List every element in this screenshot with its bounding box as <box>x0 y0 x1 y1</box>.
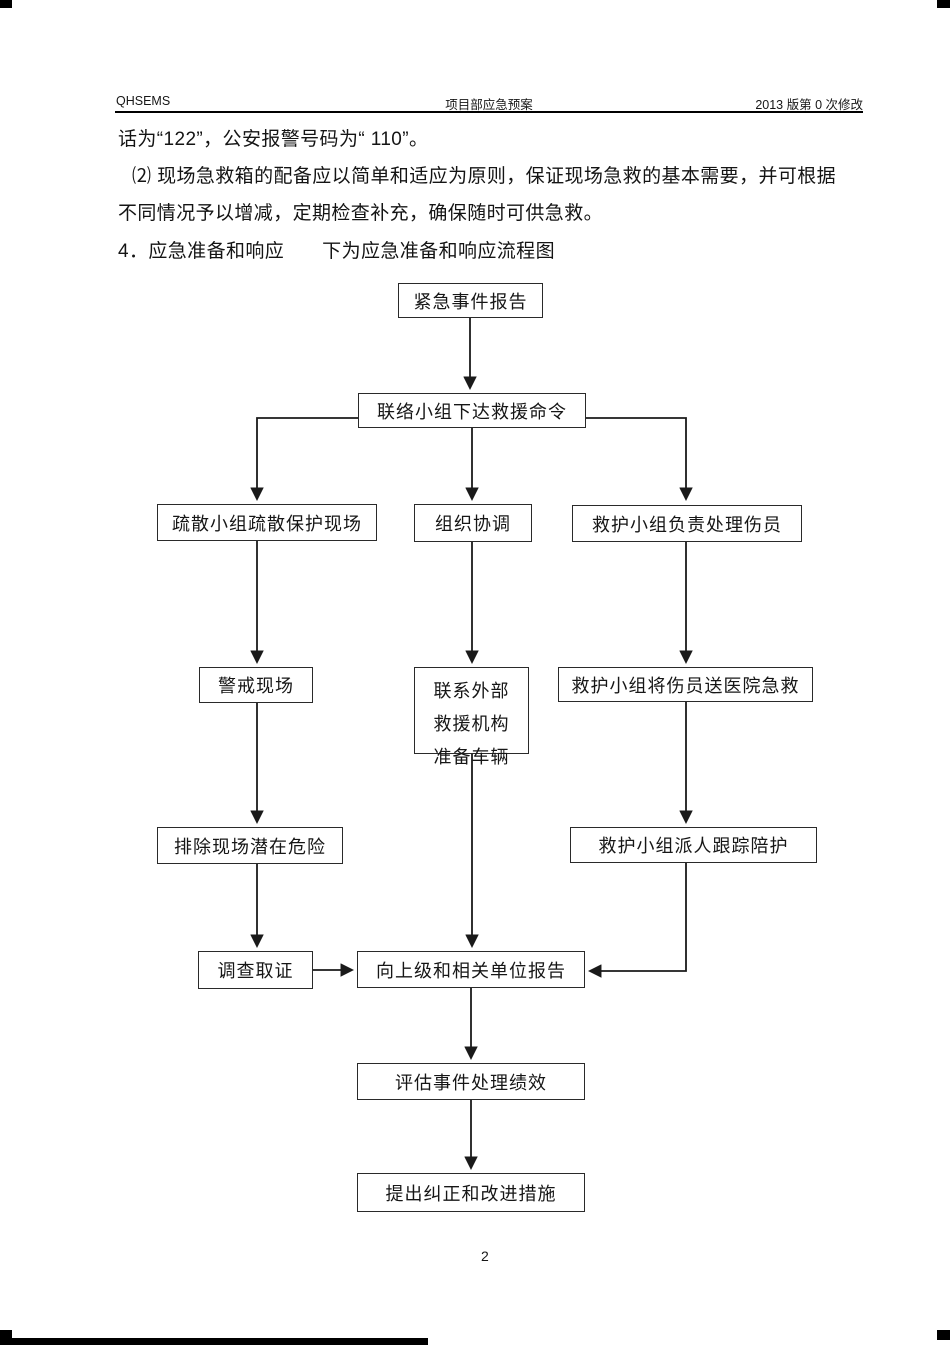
scan-artifact-bottom-left <box>0 1330 12 1340</box>
scan-artifact-top-right <box>937 0 950 8</box>
flow-node-liaison-order: 联络小组下达救援命令 <box>358 393 586 428</box>
section-heading: 4．应急准备和响应 <box>118 241 285 262</box>
header-rule <box>115 111 863 113</box>
paragraph-line-3: 不同情况予以增减，定期检查补充，确保随时可供急救。 <box>118 203 604 224</box>
flow-node-emergency-report: 紧急事件报告 <box>398 283 543 318</box>
flow-node-guard-site: 警戒现场 <box>199 667 313 703</box>
scan-artifact-bottom-bar <box>0 1338 428 1345</box>
header-title: 项目部应急预案 <box>445 98 533 112</box>
section-heading-line: 4．应急准备和响应 下为应急准备和响应流程图 <box>118 241 555 262</box>
flow-node-evacuate-protect: 疏散小组疏散保护现场 <box>157 504 377 541</box>
flow-node-follow-care: 救护小组派人跟踪陪护 <box>570 827 817 863</box>
scan-artifact-bottom-right <box>937 1330 950 1340</box>
flow-node-contact-line1: 联系外部 <box>433 681 510 701</box>
flow-node-investigate: 调查取证 <box>198 951 313 989</box>
flow-node-send-hospital: 救护小组将伤员送医院急救 <box>558 667 813 702</box>
flow-node-contact-line3: 准备车辆 <box>433 747 510 767</box>
flow-node-coordinate: 组织协调 <box>414 504 532 542</box>
arrow-liaison-to-rescue <box>586 417 693 502</box>
header-left-text: QHSEMS <box>116 94 171 108</box>
flow-node-evaluate: 评估事件处理绩效 <box>357 1063 585 1100</box>
flow-node-contact-external: 联系外部 救援机构 准备车辆 <box>414 667 529 767</box>
flow-node-contact-line2: 救援机构 <box>433 714 510 734</box>
header-revision: 2013 版第 0 次修改 <box>755 98 863 112</box>
flow-node-rescue-handle: 救护小组负责处理伤员 <box>572 505 802 542</box>
scan-artifact-top-left <box>0 0 12 8</box>
arrow-liaison-to-evacuate <box>250 417 358 502</box>
flow-node-remove-danger: 排除现场潜在危险 <box>157 827 343 864</box>
page-number: 2 <box>481 1248 489 1264</box>
flowchart-caption: 下为应急准备和响应流程图 <box>322 241 555 262</box>
flow-node-improve: 提出纠正和改进措施 <box>357 1173 585 1212</box>
flow-node-report-up: 向上级和相关单位报告 <box>357 951 585 988</box>
paragraph-line-1: 话为“122”，公安报警号码为“ 110”。 <box>118 129 429 150</box>
arrow-follow-to-reportup <box>587 863 687 978</box>
paragraph-line-2: ⑵ 现场急救箱的配备应以简单和适应为原则，保证现场急救的基本需要，并可根据 <box>132 166 837 187</box>
